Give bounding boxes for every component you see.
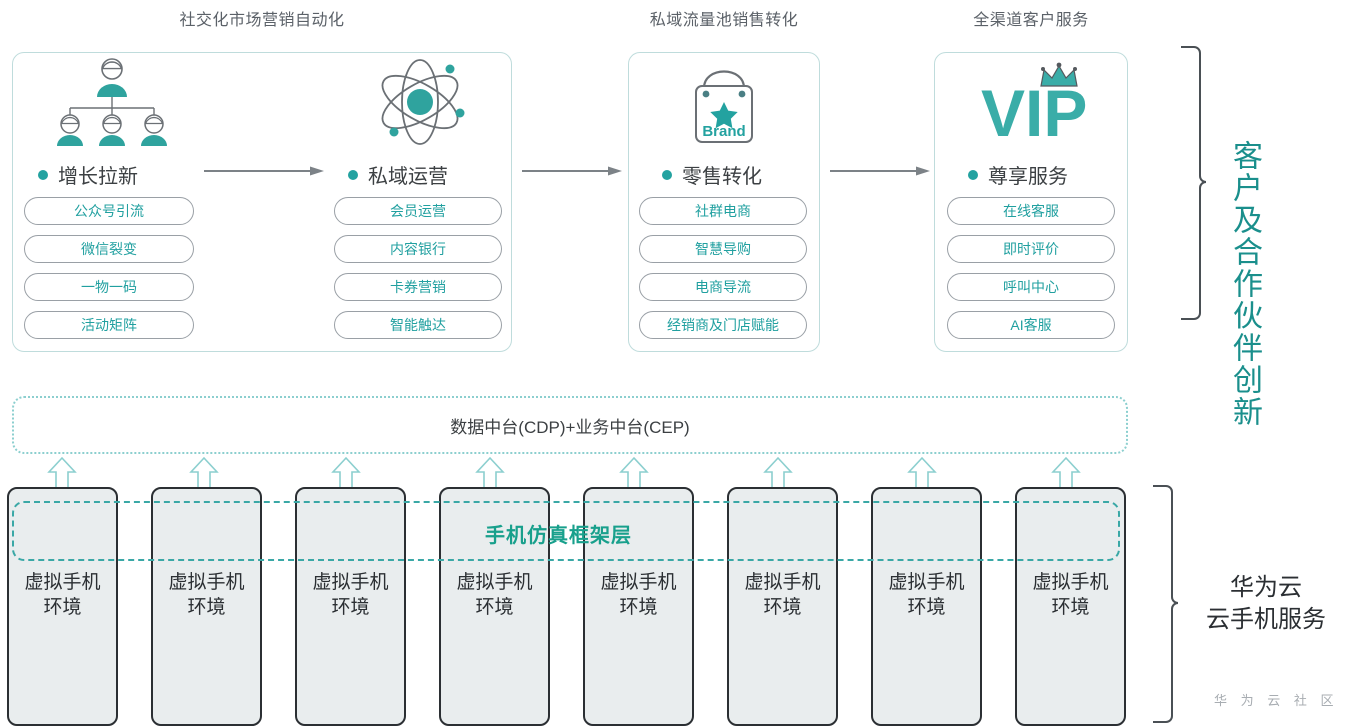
flow-arrow-1 [204, 165, 324, 177]
bullet-icon [662, 169, 672, 180]
phone-simulation-layer-label: 手机仿真框架层 [485, 525, 632, 547]
stage-name: 增长拉新 [58, 166, 138, 188]
pill-item[interactable]: 会员运营 [334, 197, 502, 225]
right-bracket-top [1180, 46, 1207, 320]
virtual-phone-label: 虚拟手机 环境 [456, 572, 533, 618]
virtual-phone-card[interactable] [727, 487, 838, 726]
flow-arrow-2 [522, 165, 622, 177]
vip-crown-icon: VIP [965, 58, 1097, 150]
brand-icon-text: Brand [702, 123, 745, 140]
pill-item[interactable]: 即时评价 [947, 235, 1115, 263]
virtual-phone-label: 虚拟手机 环境 [312, 572, 389, 618]
virtual-phone-label: 虚拟手机 环境 [168, 572, 245, 618]
atom-icon [370, 56, 470, 148]
virtual-phone-card[interactable] [871, 487, 982, 726]
virtual-phone-label: 虚拟手机 环境 [888, 572, 965, 618]
flow-arrow-3 [830, 165, 930, 177]
stage-name: 零售转化 [682, 166, 762, 188]
pill-item[interactable]: 电商导流 [639, 273, 807, 301]
virtual-phone-label: 虚拟手机 环境 [744, 572, 821, 618]
right-bracket-bottom [1152, 485, 1179, 723]
virtual-phone-card[interactable] [295, 487, 406, 726]
virtual-phone-card[interactable] [439, 487, 550, 726]
bullet-icon [968, 169, 978, 180]
column-title-3: 全渠道客户服务 [973, 12, 1089, 29]
stage-heading-1: 增长拉新 [38, 160, 138, 189]
pill-item[interactable]: 微信裂变 [24, 235, 194, 263]
pill-item[interactable]: 公众号引流 [24, 197, 194, 225]
column-title-2: 私域流量池销售转化 [649, 12, 799, 29]
pill-item[interactable]: 智慧导购 [639, 235, 807, 263]
pill-item[interactable]: 内容银行 [334, 235, 502, 263]
stage-heading-3: 零售转化 [662, 160, 762, 189]
watermark-text: 华 为 云 社 区 [1214, 693, 1339, 708]
virtual-phone-card[interactable] [583, 487, 694, 726]
vip-text: VIP [981, 76, 1087, 150]
pill-item[interactable]: 呼叫中心 [947, 273, 1115, 301]
pill-item[interactable]: 经销商及门店赋能 [639, 311, 807, 339]
virtual-phone-label: 虚拟手机 环境 [1032, 572, 1109, 618]
pill-item[interactable]: 智能触达 [334, 311, 502, 339]
pill-item[interactable]: 一物一码 [24, 273, 194, 301]
data-platform-label: 数据中台(CDP)+业务中台(CEP) [450, 417, 690, 437]
bullet-icon [38, 169, 48, 180]
pill-item[interactable]: 社群电商 [639, 197, 807, 225]
huawei-cloud-phone-label: 华为云 云手机服务 [1206, 574, 1326, 633]
stage-heading-2: 私域运营 [348, 160, 448, 189]
virtual-phone-card[interactable] [1015, 487, 1126, 726]
column-title-1: 社交化市场营销自动化 [179, 12, 345, 29]
right-panel-top-label: 客户及合作伙伴创新 [1228, 140, 1261, 428]
bullet-icon [348, 169, 358, 180]
pill-item[interactable]: 在线客服 [947, 197, 1115, 225]
data-platform-band: 数据中台(CDP)+业务中台(CEP) [12, 396, 1128, 454]
pill-item[interactable]: 活动矩阵 [24, 311, 194, 339]
shopping-bag-brand-icon: Brand [678, 56, 770, 148]
stage-name: 私域运营 [368, 166, 448, 188]
virtual-phone-label: 虚拟手机 环境 [600, 572, 677, 618]
virtual-phone-label: 虚拟手机 环境 [24, 572, 101, 618]
stage-name: 尊享服务 [988, 166, 1068, 188]
pill-item[interactable]: AI客服 [947, 311, 1115, 339]
virtual-phone-card[interactable] [151, 487, 262, 726]
org-chart-people-icon [52, 56, 172, 146]
pill-item[interactable]: 卡券营销 [334, 273, 502, 301]
stage-heading-4: 尊享服务 [968, 160, 1068, 189]
virtual-phone-card[interactable] [7, 487, 118, 726]
